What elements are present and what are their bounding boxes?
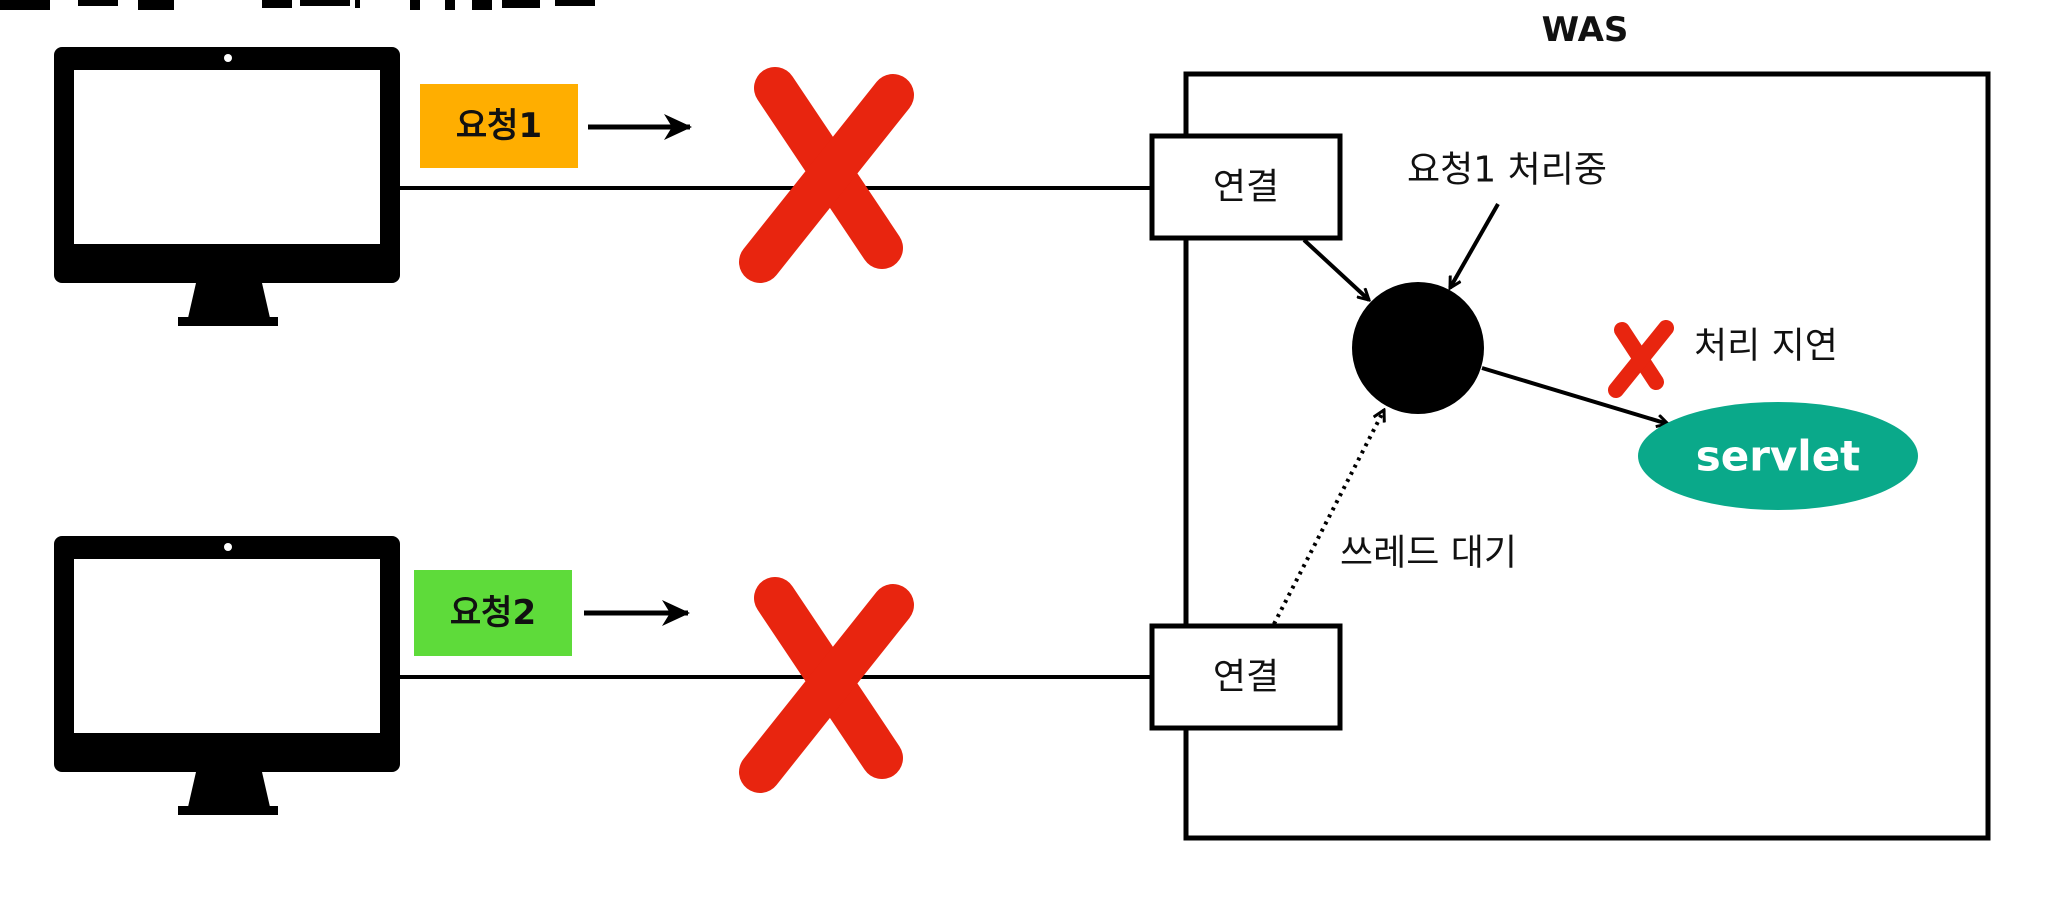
processing-label: 요청1 처리중 [1407, 150, 1607, 191]
clipped-heading-fragment [0, 0, 595, 10]
connection-box-2-label: 연결 [1213, 657, 1279, 698]
thread-wait-arrow [1272, 410, 1384, 625]
request-2-badge: 요청2 [414, 570, 572, 656]
connection-box-1-label: 연결 [1213, 167, 1279, 208]
connection-box-2: 연결 [1149, 623, 1343, 731]
thread-circle [1352, 282, 1484, 414]
blocked-cross-2-icon [739, 577, 914, 793]
servlet-node: servlet [1638, 402, 1918, 510]
servlet-label: servlet [1696, 432, 1861, 481]
connection-box-1: 연결 [1149, 133, 1343, 241]
delay-cross-icon [1608, 320, 1674, 398]
processing-label-arrow [1448, 203, 1500, 288]
request-2-label: 요청2 [450, 593, 536, 633]
request-1-label: 요청1 [456, 106, 542, 146]
wait-label: 쓰레드 대기 [1340, 533, 1517, 574]
request-1-badge: 요청1 [420, 84, 578, 168]
was-title: WAS [1542, 10, 1629, 50]
client-computer-1-icon [54, 47, 400, 326]
was-container [1183, 71, 1991, 841]
connection-to-thread-arrow [1302, 238, 1369, 300]
delay-label: 처리 지연 [1694, 326, 1838, 367]
client-computer-2-icon [54, 536, 400, 815]
thread-to-servlet-arrow [1481, 366, 1668, 424]
blocked-cross-1-icon [739, 67, 914, 283]
